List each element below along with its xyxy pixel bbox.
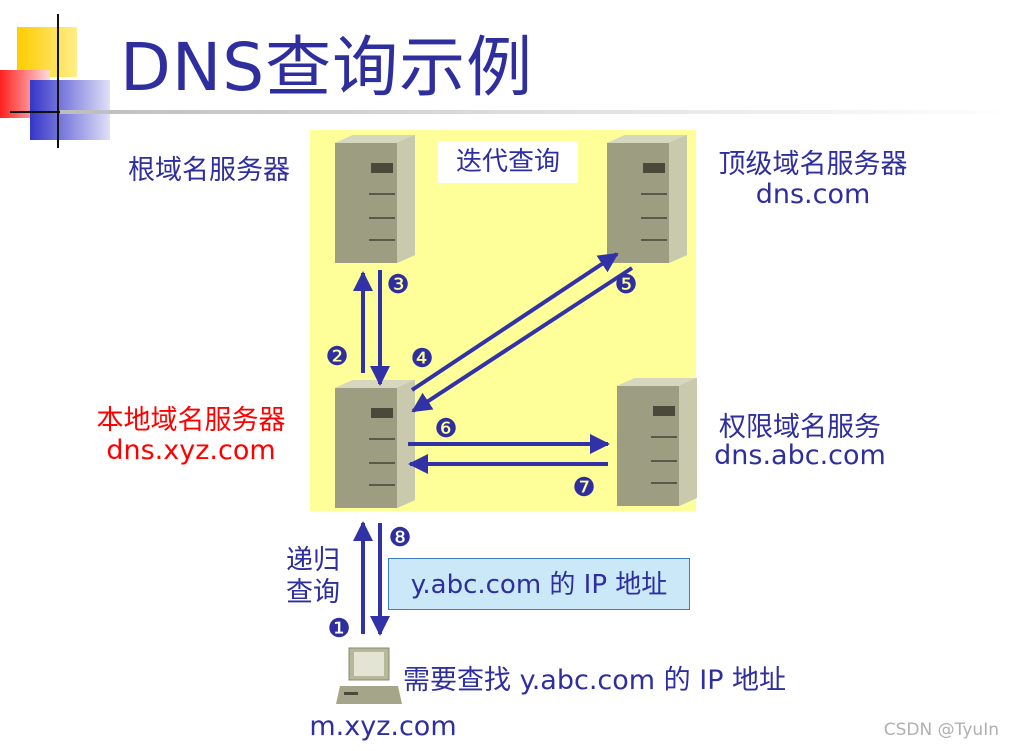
title-underline — [60, 110, 1010, 114]
step-8-marker: ❽ — [388, 523, 411, 553]
iterative-query-label: 迭代查询 — [438, 141, 578, 183]
arrow-step-5 — [411, 266, 634, 413]
step-1-marker: ❶ — [327, 614, 350, 644]
step-2-marker: ❷ — [325, 342, 348, 372]
auth-server-domain: dns.abc.com — [714, 440, 886, 471]
step-5-marker: ❺ — [614, 270, 637, 300]
tld-server-label: 顶级域名服务器 — [718, 149, 908, 180]
client-host-label: m.xyz.com — [309, 711, 457, 742]
step-4-marker: ❹ — [410, 344, 433, 374]
page-title: DNS查询示例 — [120, 29, 534, 106]
tld-server-icon — [607, 135, 687, 263]
yellow-square — [17, 27, 77, 77]
root-server-icon — [335, 135, 415, 263]
client-computer-icon — [336, 647, 402, 704]
recursive-label-line1: 递归 — [286, 545, 340, 576]
arrow-step-4 — [410, 252, 619, 392]
recursive-label-line2: 查询 — [286, 577, 340, 608]
tld-server-domain: dns.com — [755, 179, 871, 210]
local-server-domain: dns.xyz.com — [106, 435, 276, 466]
local-server-label: 本地域名服务器 — [96, 405, 286, 436]
watermark: CSDN @TyuIn — [883, 720, 999, 740]
step-7-marker: ❼ — [572, 473, 595, 503]
client-need-label: 需要查找 y.abc.com 的 IP 地址 — [403, 665, 787, 696]
step-6-marker: ❻ — [434, 414, 457, 444]
step-3-marker: ❸ — [386, 270, 409, 300]
result-ip-box: y.abc.com 的 IP 地址 — [388, 558, 690, 610]
auth-server-label: 权限域名服务 — [719, 412, 881, 443]
root-server-label: 根域名服务器 — [128, 155, 290, 186]
auth-server-icon — [617, 378, 697, 506]
local-server-icon — [335, 380, 415, 508]
